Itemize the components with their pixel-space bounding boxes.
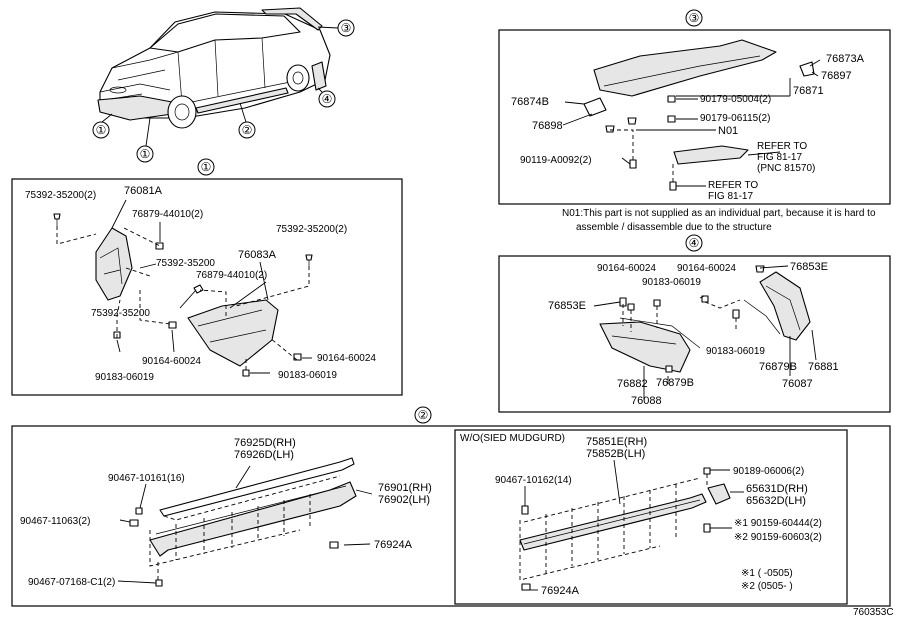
box2-label-90467-10161: 90467-10161(16) [108, 473, 185, 484]
box4-label-76881: 76881 [808, 361, 839, 373]
box3-label-pnc-81570: (PNC 81570) [757, 163, 815, 174]
callout-1-front: ① [96, 123, 107, 137]
box1-label-76081A: 76081A [124, 185, 163, 197]
box3-label-76898: 76898 [532, 120, 563, 132]
box4-label-90183-06019-mid: 90183-06019 [706, 346, 765, 357]
box2-sub-label-76924A: 76924A [541, 585, 580, 597]
box4-label-90183-06019-top: 90183-06019 [642, 277, 701, 288]
box1-label-90164-60024-left: 90164-60024 [142, 356, 201, 367]
box2-label-76925D-RH: 76925D(RH) [234, 437, 296, 449]
box4-label-76087: 76087 [782, 378, 813, 390]
box2-sub-label-90189-06006: 90189-06006(2) [733, 466, 804, 477]
box3-label-90179-05004: 90179-05004(2) [700, 94, 771, 105]
box2-sub-label-65632D-LH: 65632D(LH) [746, 495, 806, 507]
box2-label-76902-LH: 76902(LH) [378, 494, 430, 506]
box1-callout: ① [201, 160, 212, 174]
box3-frame [498, 29, 891, 205]
box4-label-76879B-right: 76879B [759, 361, 797, 373]
box3-label-76874B: 76874B [511, 96, 549, 108]
box4-label-76853E-left: 76853E [548, 300, 586, 312]
box3-note-line2: assemble / disassemble due to the struct… [576, 222, 772, 233]
box4-label-76853E-right: 76853E [790, 261, 828, 273]
box2-label-90467-07168-C1: 90467-07168-C1(2) [28, 577, 115, 588]
box2-sub-label-75851E-RH: 75851E(RH) [586, 436, 647, 448]
box4-label-76088: 76088 [631, 395, 662, 407]
box4-callout: ④ [689, 236, 700, 250]
box1-parts [53, 199, 313, 377]
box2-left-parts [117, 457, 373, 587]
box4-label-90164-60024-left: 90164-60024 [597, 263, 656, 274]
box1-label-75392-35200-mid: 75392-35200 [156, 258, 215, 269]
box2-sub-parts [519, 459, 744, 591]
box2-label-90467-11063: 90467-11063(2) [20, 516, 90, 527]
box3-label-76897: 76897 [821, 70, 852, 82]
box3-label-90119-A0092: 90119-A0092(2) [520, 155, 592, 166]
box2-sub-label-90159-60603: ※2 90159-60603(2) [734, 532, 822, 543]
box3-label-fig-81-17-2: FIG 81-17 [708, 191, 753, 202]
box2-label-76901-RH: 76901(RH) [378, 482, 432, 494]
box3-label-fig-81-17-1: FIG 81-17 [757, 152, 802, 163]
box3-note-line1: N01:This part is not supplied as an indi… [562, 208, 876, 219]
box3-label-76873A: 76873A [826, 53, 865, 65]
box1-frame [11, 178, 403, 396]
box2-frame [11, 425, 891, 607]
box2-sub-title: W/O(SIED MUDGURD) [460, 433, 565, 444]
box1-label-75392-35200-2-top: 75392-35200(2) [25, 190, 96, 201]
callout-3-spoiler: ③ [341, 21, 352, 35]
box3-callout: ③ [689, 11, 700, 25]
callout-4-mudguard: ④ [322, 92, 333, 106]
box4-parts [593, 265, 817, 400]
box3-label-refer-to-2: REFER TO [708, 180, 758, 191]
box1-label-90183-06019-left: 90183-06019 [95, 372, 154, 383]
car-overview: ① ① ② ③ ④ [92, 7, 355, 163]
box1-label-90183-06019-right: 90183-06019 [278, 370, 337, 381]
box4-frame [498, 255, 891, 413]
box2-label-76924A: 76924A [374, 539, 413, 551]
box2-sub-frame [454, 429, 848, 605]
box2-sub-note-2: ※2 (0505- ) [741, 581, 793, 592]
box3-label-refer-to-1: REFER TO [757, 141, 807, 152]
box1-label-90164-60024-right: 90164-60024 [317, 353, 376, 364]
box4-label-76882: 76882 [617, 378, 648, 390]
box3-label-76871: 76871 [793, 85, 824, 97]
box4-label-76879B-left: 76879B [656, 377, 694, 389]
callout-1-lower: ① [140, 147, 151, 161]
box3-label-N01: N01 [718, 125, 738, 137]
box2-sub-label-90467-10162: 90467-10162(14) [495, 475, 572, 486]
box3-parts [562, 39, 821, 191]
box2-callout: ② [418, 408, 429, 422]
box2-sub-label-65631D-RH: 65631D(RH) [746, 483, 808, 495]
box1-label-76879-44010-lower: 76879-44010(2) [196, 270, 267, 281]
box2-sub-label-90159-60444: ※1 90159-60444(2) [734, 518, 822, 529]
box1-label-75392-35200-low: 75392-35200 [91, 308, 150, 319]
box2-sub-note-1: ※1 ( -0505) [741, 568, 793, 579]
box2-sub-label-75852B-LH: 75852B(LH) [586, 448, 645, 460]
box2-label-76926D-LH: 76926D(LH) [234, 449, 294, 461]
box1-label-76083A: 76083A [238, 249, 277, 261]
figure-code: 760353C [853, 607, 894, 618]
box3-label-90179-06115: 90179-06115(2) [700, 113, 770, 124]
box1-label-76879-44010-upper: 76879-44010(2) [132, 209, 203, 220]
box4-label-90164-60024-right: 90164-60024 [677, 263, 736, 274]
box1-label-75392-35200-2-right: 75392-35200(2) [276, 224, 347, 235]
callout-2-side: ② [242, 123, 253, 137]
